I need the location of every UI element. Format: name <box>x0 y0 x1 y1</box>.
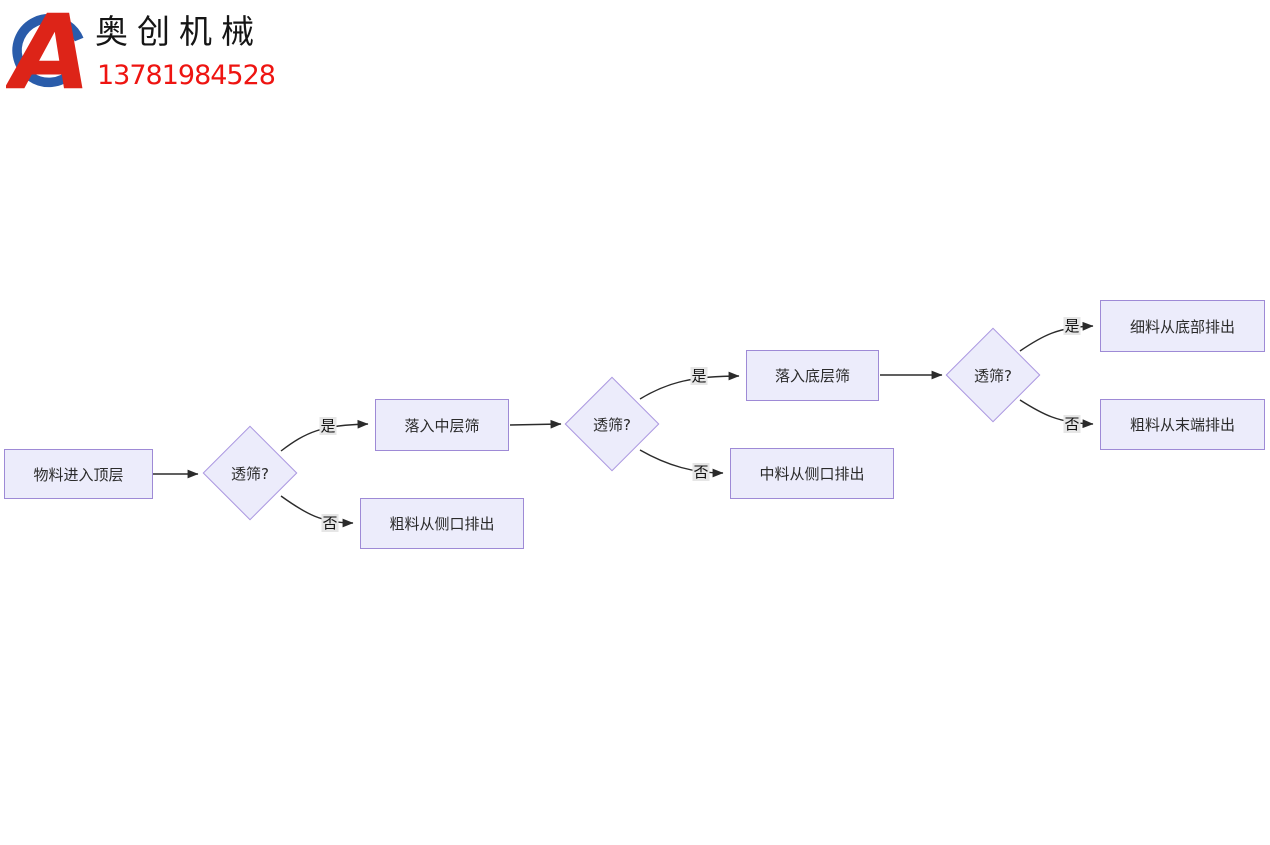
node-bottom-sieve-label: 落入底层筛 <box>774 367 850 385</box>
company-logo-icon: A <box>6 6 91 92</box>
node-mid-sieve-label: 落入中层筛 <box>404 416 480 435</box>
node-coarse-end-outlet: 粗料从末端排出 <box>1100 399 1265 450</box>
node-start: 物料进入顶层 <box>4 449 153 499</box>
node-bottom-sieve: 落入底层筛 <box>746 350 879 401</box>
edge-label-sieve2-no: 否 <box>692 463 710 481</box>
node-start-label: 物料进入顶层 <box>33 465 124 484</box>
node-sieve1-decision: 透筛? <box>202 425 298 521</box>
logo-ring-arc <box>12 14 75 88</box>
edge-label-sieve1-yes: 是 <box>319 417 337 435</box>
edge-label-sieve1-no: 否 <box>321 514 339 532</box>
node-fine-bottom-outlet: 细料从底部排出 <box>1100 300 1265 352</box>
logo-ring-arc-top <box>64 20 84 42</box>
node-fine-bottom-label: 细料从底部排出 <box>1129 317 1235 336</box>
node-sieve1-label: 透筛? <box>231 464 269 483</box>
edge-midsieve-sieve2 <box>509 419 562 429</box>
logo-letter-a: A <box>6 6 91 92</box>
node-coarse-side-label: 粗料从侧口排出 <box>389 515 495 533</box>
node-sieve2-label: 透筛? <box>593 415 631 434</box>
edge-label-sieve3-no: 否 <box>1063 415 1081 433</box>
company-name: 奥创机械 <box>95 12 263 51</box>
node-coarse-end-label: 粗料从末端排出 <box>1129 416 1235 434</box>
node-mid-side-label: 中料从侧口排出 <box>759 465 865 483</box>
node-sieve3-label: 透筛? <box>974 366 1012 385</box>
node-mid-side-outlet: 中料从侧口排出 <box>730 448 894 499</box>
node-coarse-side-outlet: 粗料从侧口排出 <box>360 498 524 549</box>
node-sieve3-decision: 透筛? <box>945 327 1041 423</box>
company-phone: 13781984528 <box>97 60 276 91</box>
node-sieve2-decision: 透筛? <box>564 376 660 472</box>
node-mid-sieve: 落入中层筛 <box>375 399 509 451</box>
edge-label-sieve2-yes: 是 <box>690 367 708 385</box>
edge-label-sieve3-yes: 是 <box>1063 317 1081 335</box>
